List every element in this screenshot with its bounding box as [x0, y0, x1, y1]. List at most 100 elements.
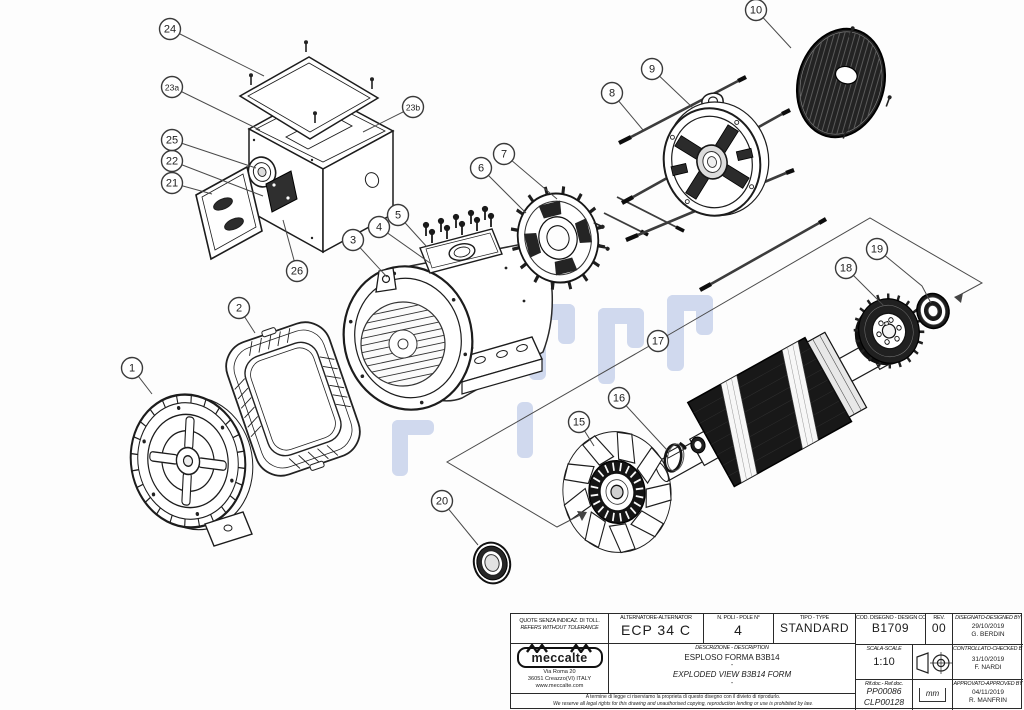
company-logo: meccalte [516, 644, 603, 669]
leader-line-7 [503, 153, 558, 200]
company-website[interactable]: www.meccalte.com [535, 683, 584, 690]
type-value: STANDARD [779, 621, 850, 636]
logo-wave-icon [525, 644, 592, 653]
designed-label: DISEGNATO-DESIGNED BY [955, 615, 1021, 621]
company-cell: meccalte Via Roma 20 36051 Creazzo(VI) I… [511, 644, 609, 694]
stator-frame-part [342, 240, 554, 411]
air-grille-part [225, 321, 361, 477]
type-cell: TIPO - TYPE STANDARD [774, 614, 856, 644]
leader-line-17 [446, 340, 659, 528]
leader-line-22 [171, 160, 264, 197]
rev-value: 00 [931, 621, 947, 636]
svg-text:19: 19 [871, 244, 883, 256]
svg-text:21: 21 [166, 178, 178, 190]
units-cell: mm [913, 680, 953, 710]
balloon-16: 16 [607, 386, 631, 410]
svg-text:16: 16 [613, 393, 625, 405]
approved-name: R. MANFRIN [969, 696, 1007, 704]
approved-date: 04/11/2019 [971, 689, 1005, 697]
disclaimer-line1: A termine di legge ci riserviamo la prop… [585, 694, 781, 700]
svg-text:25: 25 [166, 135, 178, 147]
first-angle-projection-icon [915, 652, 952, 674]
svg-text:15: 15 [573, 417, 585, 429]
balloon-4: 4 [367, 215, 391, 239]
alternator-value: ECP 34 C [621, 622, 691, 639]
description-dash1: - [730, 662, 734, 670]
leader-arrow [954, 293, 963, 303]
scale-cell: SCALA-SCALE 1:10 [856, 645, 913, 680]
projection-symbol-cell [913, 645, 953, 680]
scale-label: SCALA-SCALE [866, 646, 902, 652]
svg-text:23b: 23b [406, 103, 420, 113]
approved-cell: APPROVATO-APPROVED BY 04/11/2019 R. MANF… [953, 680, 1023, 710]
svg-text:23a: 23a [165, 83, 179, 93]
grommet-part [247, 156, 277, 188]
balloon-22: 22 [160, 149, 184, 173]
tolerance-line1: QUOTE SENZA INDICAZ. DI TOLL. [519, 618, 600, 624]
svg-text:2: 2 [236, 303, 242, 315]
exciter-rotor-part [852, 292, 926, 370]
designed-date: 29/10/2019 [971, 623, 1005, 631]
units-value: mm [918, 688, 947, 702]
svg-text:3: 3 [350, 235, 356, 247]
company-name: meccalte [531, 651, 588, 665]
balloon-3: 3 [341, 228, 365, 252]
balloon-7: 7 [492, 142, 516, 166]
balloon-24: 24 [158, 17, 182, 41]
watermark-logo [392, 295, 713, 476]
balloon-8: 8 [600, 81, 624, 105]
refdoc-label: Rif.doc.- Ref.doc. [864, 681, 904, 687]
svg-text:4: 4 [376, 222, 382, 234]
tolerance-line2: REFERS WITHOUT TOLERANCE [520, 625, 599, 632]
scale-value: 1:10 [873, 656, 895, 669]
svg-text:6: 6 [478, 163, 484, 175]
svg-text:5: 5 [395, 210, 401, 222]
leader-line-24 [169, 28, 265, 77]
balloon-25: 25 [160, 128, 184, 152]
svg-text:10: 10 [750, 5, 762, 17]
refdoc-cell: Rif.doc.- Ref.doc. PP00086 CLP00128 [856, 680, 913, 710]
disclaimer-line2: We reserve all legal rights for this dra… [553, 700, 813, 707]
balloon-5: 5 [386, 203, 410, 227]
description-cell: DESCRIZIONE - DESCRIPTION ESPLOSO FORMA … [609, 644, 856, 694]
balloon-26: 26 [285, 259, 309, 283]
design-code-cell: COD. DISEGNO - DESIGN COD. B1709 [856, 614, 926, 645]
checked-name: F. NARDI [974, 663, 1002, 671]
balloon-23b: 23b [401, 95, 425, 119]
svg-text:1: 1 [129, 363, 135, 375]
svg-text:8: 8 [609, 88, 615, 100]
balloon-19: 19 [865, 237, 889, 261]
checked-date: 31/10/2019 [971, 656, 1005, 664]
rear-shield-part [662, 92, 770, 217]
rev-label: REV. [933, 615, 945, 621]
exciter-stator-part [509, 184, 607, 292]
balloon-18: 18 [834, 256, 858, 280]
refdoc-value2: CLP00128 [863, 696, 905, 707]
box-lid-part [238, 56, 380, 140]
front-shield-part [129, 393, 254, 547]
design-code-value: B1709 [871, 621, 910, 636]
balloon-15: 15 [567, 410, 591, 434]
checked-cell: CONTROLLATO-CHECKED BY 31/10/2019 F. NAR… [953, 645, 1023, 680]
type-label: TIPO - TYPE [799, 615, 830, 621]
exciter-screws [592, 196, 685, 253]
disclaimer-cell: A termine di legge ci riserviamo la prop… [511, 694, 856, 710]
leader-line-25 [171, 139, 257, 169]
svg-text:20: 20 [436, 496, 448, 508]
approved-label: APPROVATO-APPROVED BY [953, 681, 1023, 687]
poles-cell: N. POLI - POLE N° 4 [704, 614, 774, 644]
design-code-label: COD. DISEGNO - DESIGN COD. [856, 615, 926, 621]
leader-line-17 [657, 217, 984, 342]
designed-cell: DISEGNATO-DESIGNED BY 29/10/2019 G. BERD… [953, 614, 1023, 645]
balloon-21: 21 [160, 171, 184, 195]
checked-label: CONTROLLATO-CHECKED BY [953, 646, 1023, 652]
bearing-part [916, 292, 950, 330]
balloon-6: 6 [469, 156, 493, 180]
poles-label: N. POLI - POLE N° [717, 615, 760, 621]
leader-line-23a [171, 86, 261, 131]
shaft-ring-part [690, 436, 706, 454]
tolerance-cell: QUOTE SENZA INDICAZ. DI TOLL. REFERS WIT… [511, 614, 609, 644]
